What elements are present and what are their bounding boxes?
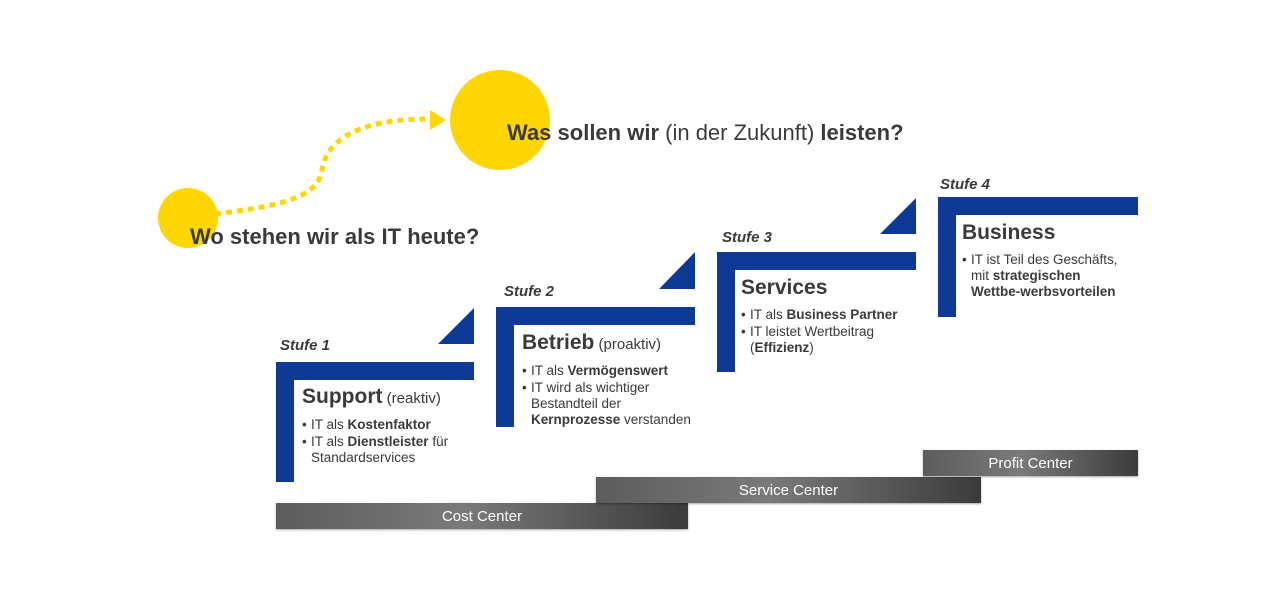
stage-3-bullet-1: IT als Business Partner (741, 307, 901, 323)
stage-1-bullet-2: IT als Dienstleister für Standardservice… (302, 434, 472, 466)
stage-4-bullets: IT ist Teil des Geschäfts, mit strategis… (962, 252, 1132, 301)
question-today-text: Wo stehen wir als IT heute? (190, 224, 480, 249)
profit-center-label: Profit Center (988, 454, 1073, 472)
stage-2-arrow (659, 252, 695, 289)
stage-1-arrow (438, 308, 474, 344)
stage-4-bullet-1: IT ist Teil des Geschäfts, mit strategis… (962, 252, 1132, 300)
stage-2-bullet-1: IT als Vermögenswert (522, 363, 694, 379)
stage-3-bracket (717, 252, 916, 372)
stage-2-title: Betrieb (proaktiv) (522, 331, 661, 355)
stage-4-bracket (938, 197, 1138, 317)
question-future-part3: leisten? (820, 120, 904, 145)
path-arrowhead-icon (430, 110, 446, 130)
stage-1-bullet-1: IT als Kostenfaktor (302, 417, 472, 433)
stage-3-bullets: IT als Business Partner IT leistet Wertb… (741, 307, 901, 357)
stage-1-bullets: IT als Kostenfaktor IT als Dienstleister… (302, 417, 472, 467)
stage-3-title-text: Services (741, 276, 828, 299)
stage-2-title-text: Betrieb (522, 331, 595, 354)
profit-center-bar: Profit Center (923, 450, 1138, 476)
stage-4-title: Business (962, 221, 1055, 245)
dotted-path (214, 116, 433, 217)
service-center-bar: Service Center (596, 477, 981, 503)
stage-3-title: Services (741, 276, 827, 300)
stage-1-label: Stufe 1 (280, 337, 331, 354)
stage-1-bracket (276, 362, 474, 482)
stage-3-label: Stufe 3 (722, 229, 773, 246)
stage-1-title-text: Support (302, 385, 383, 408)
stage-4-title-text: Business (962, 221, 1056, 244)
stage-2-bullet-2: IT wird als wichtiger Bestandteil der Ke… (522, 380, 694, 428)
stage-2-label: Stufe 2 (504, 283, 555, 300)
stage-3-bullet-2: IT leistet Wertbeitrag (Effizienz) (741, 324, 901, 356)
stage-4-label: Stufe 4 (940, 176, 991, 193)
stage-3-arrow (880, 198, 916, 234)
question-future: Was sollen wir (in der Zukunft) leisten? (507, 120, 904, 146)
question-today: Wo stehen wir als IT heute? (190, 224, 479, 250)
service-center-label: Service Center (738, 481, 839, 499)
stage-1-title: Support (reaktiv) (302, 385, 441, 409)
cost-center-label: Cost Center (441, 507, 523, 525)
stage-2-subtitle: (proaktiv) (594, 336, 662, 353)
cost-center-bar: Cost Center (276, 503, 688, 529)
stage-1-subtitle: (reaktiv) (382, 390, 441, 407)
target-position-circle (450, 70, 550, 170)
stage-2-bullets: IT als Vermögenswert IT wird als wichtig… (522, 363, 694, 429)
question-future-part1: Was sollen wir (507, 120, 660, 145)
question-future-part2: (in der Zukunft) (659, 120, 821, 145)
stage-2-bracket (496, 307, 695, 427)
current-position-circle (158, 188, 218, 248)
